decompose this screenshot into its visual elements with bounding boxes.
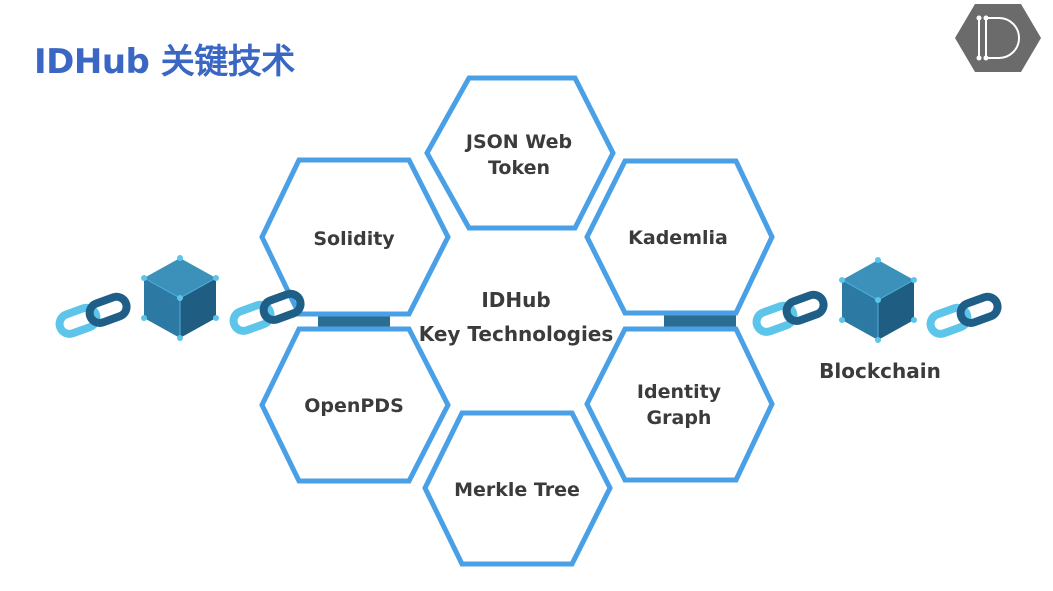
- hex-identity-graph-line1: Identity: [637, 381, 722, 403]
- hex-jwt-line2: Token: [488, 157, 550, 179]
- chain-link-icon: [754, 292, 827, 335]
- hex-openpds-label: OpenPDS: [304, 395, 404, 417]
- center-title-line1: IDHub: [481, 288, 550, 312]
- hex-openpds: OpenPDS: [259, 326, 451, 484]
- hex-merkle-tree: Merkle Tree: [422, 410, 613, 567]
- hex-solidity-label: Solidity: [313, 228, 395, 250]
- hex-merkle-tree-label: Merkle Tree: [454, 479, 580, 501]
- blockchain-cube-icon: [140, 254, 220, 342]
- blockchain-label: Blockchain: [819, 359, 941, 383]
- chain-link-icon: [231, 291, 304, 334]
- page-title: IDHub 关键技术: [34, 42, 295, 82]
- blockchain-cube-icon: [838, 256, 918, 344]
- hex-kademlia: Kademlia: [584, 158, 775, 316]
- hex-identity-graph-line2: Graph: [647, 407, 712, 429]
- hex-kademlia-label: Kademlia: [628, 227, 728, 249]
- center-title-line2: Key Technologies: [419, 322, 614, 346]
- hex-identity-graph: Identity Graph: [584, 326, 775, 483]
- chain-link-icon: [928, 294, 1001, 337]
- hex-jwt-line1: JSON Web: [464, 131, 572, 153]
- hex-jwt: JSON Web Token: [424, 75, 616, 231]
- chain-link-icon: [57, 294, 130, 337]
- id-hexagon-logo-icon: [955, 4, 1041, 72]
- connector-bar-right: [664, 313, 736, 327]
